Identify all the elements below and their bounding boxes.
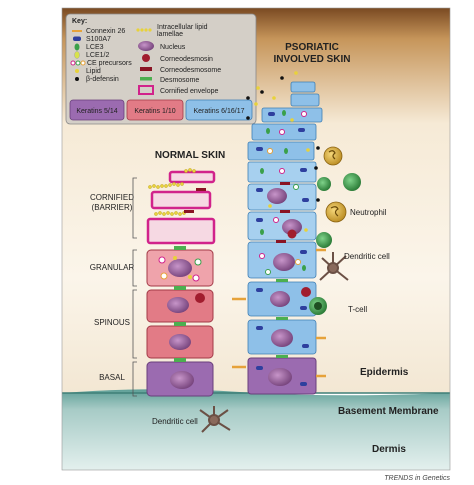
psoriatic-title-line1: PSORIATIC [285, 42, 339, 53]
key-label-ce-precursors: CE precursors [87, 60, 132, 67]
key-label-corneodesmosin: Corneodesmosin [160, 56, 213, 63]
key-label-s100a7: S100A7 [86, 36, 111, 43]
corneodesmosome-icon [140, 67, 152, 71]
layer-label-basal: BASAL [99, 373, 125, 382]
defensin-icon [75, 77, 79, 81]
normal-cornified-cell [146, 217, 216, 245]
normal-cornified-cell [150, 190, 212, 210]
keratin-6-16-17-swatch [185, 99, 253, 121]
corneodesmosin-icon [142, 54, 150, 62]
layer-label-cornified-1: CORNIFIED [90, 193, 134, 202]
key-label-cornified-envelope: Cornified envelope [160, 88, 218, 95]
dendritic-cell-label: Dendritic cell [344, 252, 390, 261]
key-label-desmosome: Desmosome [160, 77, 199, 84]
key-panel: Key: Connexin 26 S100A7 LCE3 LCE1/2 CE p… [65, 13, 257, 125]
neutrophil-label: Neutrophil [350, 208, 387, 217]
neutrophil-cell [323, 146, 347, 223]
key-label-connexin: Connexin 26 [86, 28, 125, 35]
normal-skin-title: NORMAL SKIN [155, 150, 225, 161]
nucleus-icon [138, 41, 154, 51]
normal-skin-column [146, 168, 216, 397]
dermal-dendritic-cell-label: Dendritic cell [152, 417, 198, 426]
key-label-lipid-lamellae-2: lamellae [157, 31, 183, 38]
basement-membrane [62, 389, 450, 470]
dendritic-cell-epidermal [319, 252, 349, 281]
t-cell [309, 173, 361, 315]
lce3-icon [74, 43, 80, 51]
normal-cornified-cell [168, 170, 216, 184]
lce12-icon [74, 51, 80, 59]
keratin-5-14-swatch [69, 99, 125, 121]
dermis-label: Dermis [372, 444, 406, 455]
key-label-lce12: LCE1/2 [86, 52, 109, 59]
key-label-corneodesmosome: Corneodesmosome [160, 67, 221, 74]
epidermis-label: Epidermis [360, 367, 409, 378]
psoriatic-skin-column [232, 71, 326, 395]
credit-label: TRENDS in Genetics [384, 475, 450, 482]
keratin-1-10-label: Keratins 1/10 [134, 108, 175, 115]
lipid-lamellae-icon [136, 28, 152, 32]
dendritic-cell-dermal [199, 406, 231, 433]
key-label-defensin: β-defensin [86, 76, 119, 83]
key-label-lce3: LCE3 [86, 44, 104, 51]
t-cell-label: T-cell [348, 305, 367, 314]
ce-precursor-icon [70, 60, 86, 66]
key-label-lipid: Lipid [86, 68, 101, 75]
key-label-lipid-lamellae-1: Intracellular lipid [157, 24, 208, 31]
keratin-1-10-swatch [126, 99, 184, 121]
psoriatic-title-line2: INVOLVED SKIN [273, 54, 350, 65]
key-title: Key: [72, 18, 87, 25]
keratin-6-16-17-label: Keratins 6/16/17 [194, 108, 245, 115]
layer-label-cornified-2: (BARRIER) [92, 203, 133, 212]
desmosome-icon [140, 77, 152, 81]
s100a7-icon [73, 36, 81, 41]
key-label-nucleus: Nucleus [160, 44, 186, 51]
lipid-icon [75, 69, 79, 73]
layer-label-spinous: SPINOUS [94, 318, 130, 327]
basement-membrane-label: Basement Membrane [338, 406, 439, 417]
layer-label-granular: GRANULAR [90, 263, 135, 272]
cornified-envelope-icon [138, 85, 154, 95]
keratin-5-14-label: Keratins 5/14 [76, 108, 117, 115]
